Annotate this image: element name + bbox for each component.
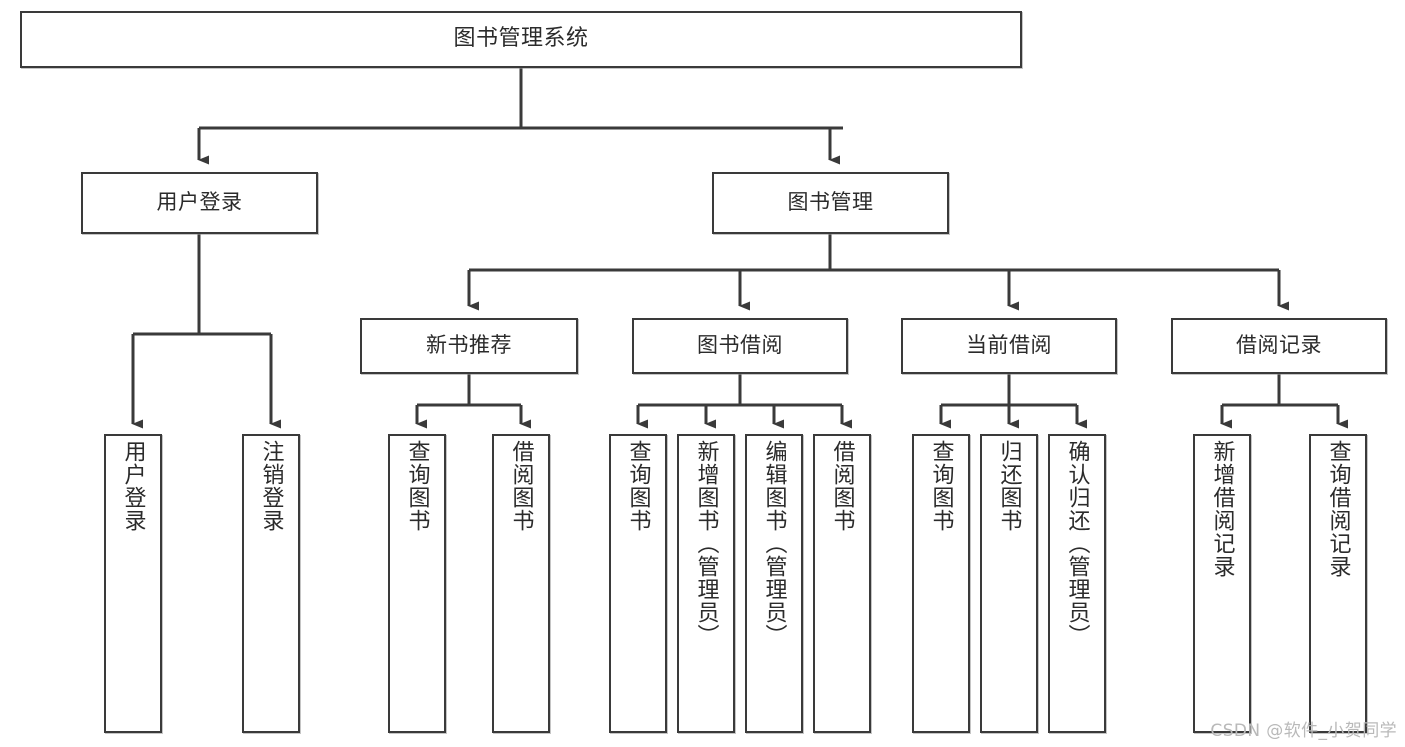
node-label: 查询图书 (928, 440, 954, 532)
node-label: 用户登录 (120, 440, 146, 532)
node-label: 查询图书 (625, 440, 651, 532)
node-label: 新书推荐 (426, 333, 512, 358)
node-new-book-recommendation[interactable]: 新书推荐 (360, 318, 578, 374)
node-root-book-management-system[interactable]: 图书管理系统 (20, 11, 1022, 68)
watermark: CSDN @软件_小贺同学 (1210, 721, 1397, 741)
leaf-borrow-add-book-admin[interactable]: 新增图书（管理员） (677, 434, 735, 733)
node-current-borrowing[interactable]: 当前借阅 (901, 318, 1117, 374)
node-label: 注销登录 (258, 440, 284, 532)
leaf-current-query-book[interactable]: 查询图书 (912, 434, 970, 733)
node-book-borrowing[interactable]: 图书借阅 (632, 318, 848, 374)
leaf-current-confirm-return-admin[interactable]: 确认归还（管理员） (1048, 434, 1106, 733)
node-label: 当前借阅 (966, 333, 1052, 358)
node-label: 新增借阅记录 (1209, 440, 1235, 578)
leaf-user-login-logout[interactable]: 注销登录 (242, 434, 300, 733)
node-label: 图书管理 (787, 190, 874, 215)
node-label: 借阅图书 (508, 440, 534, 532)
leaf-record-add-borrow-record[interactable]: 新增借阅记录 (1193, 434, 1251, 733)
node-label: 查询图书 (404, 440, 430, 532)
node-label: 查询借阅记录 (1325, 440, 1351, 578)
node-user-login[interactable]: 用户登录 (81, 172, 318, 234)
node-label: 归还图书 (996, 440, 1022, 532)
leaf-borrow-borrow-book[interactable]: 借阅图书 (813, 434, 871, 733)
leaf-borrow-edit-book-admin[interactable]: 编辑图书（管理员） (745, 434, 803, 733)
node-book-management[interactable]: 图书管理 (712, 172, 949, 234)
node-label: 确认归还（管理员） (1064, 440, 1090, 647)
leaf-current-return-book[interactable]: 归还图书 (980, 434, 1038, 733)
leaf-borrow-query-book[interactable]: 查询图书 (609, 434, 667, 733)
node-label: 新增图书（管理员） (693, 440, 719, 647)
leaf-new-book-query-book[interactable]: 查询图书 (388, 434, 446, 733)
node-borrowing-record[interactable]: 借阅记录 (1171, 318, 1387, 374)
node-label: 借阅图书 (829, 440, 855, 532)
node-label: 图书借阅 (697, 333, 783, 358)
node-label: 借阅记录 (1236, 333, 1322, 358)
node-label: 图书管理系统 (453, 26, 589, 52)
leaf-new-book-borrow-book[interactable]: 借阅图书 (492, 434, 550, 733)
leaf-record-query-borrow-record[interactable]: 查询借阅记录 (1309, 434, 1367, 733)
node-label: 编辑图书（管理员） (761, 440, 787, 647)
node-label: 用户登录 (156, 190, 243, 215)
leaf-user-login-login[interactable]: 用户登录 (104, 434, 162, 733)
